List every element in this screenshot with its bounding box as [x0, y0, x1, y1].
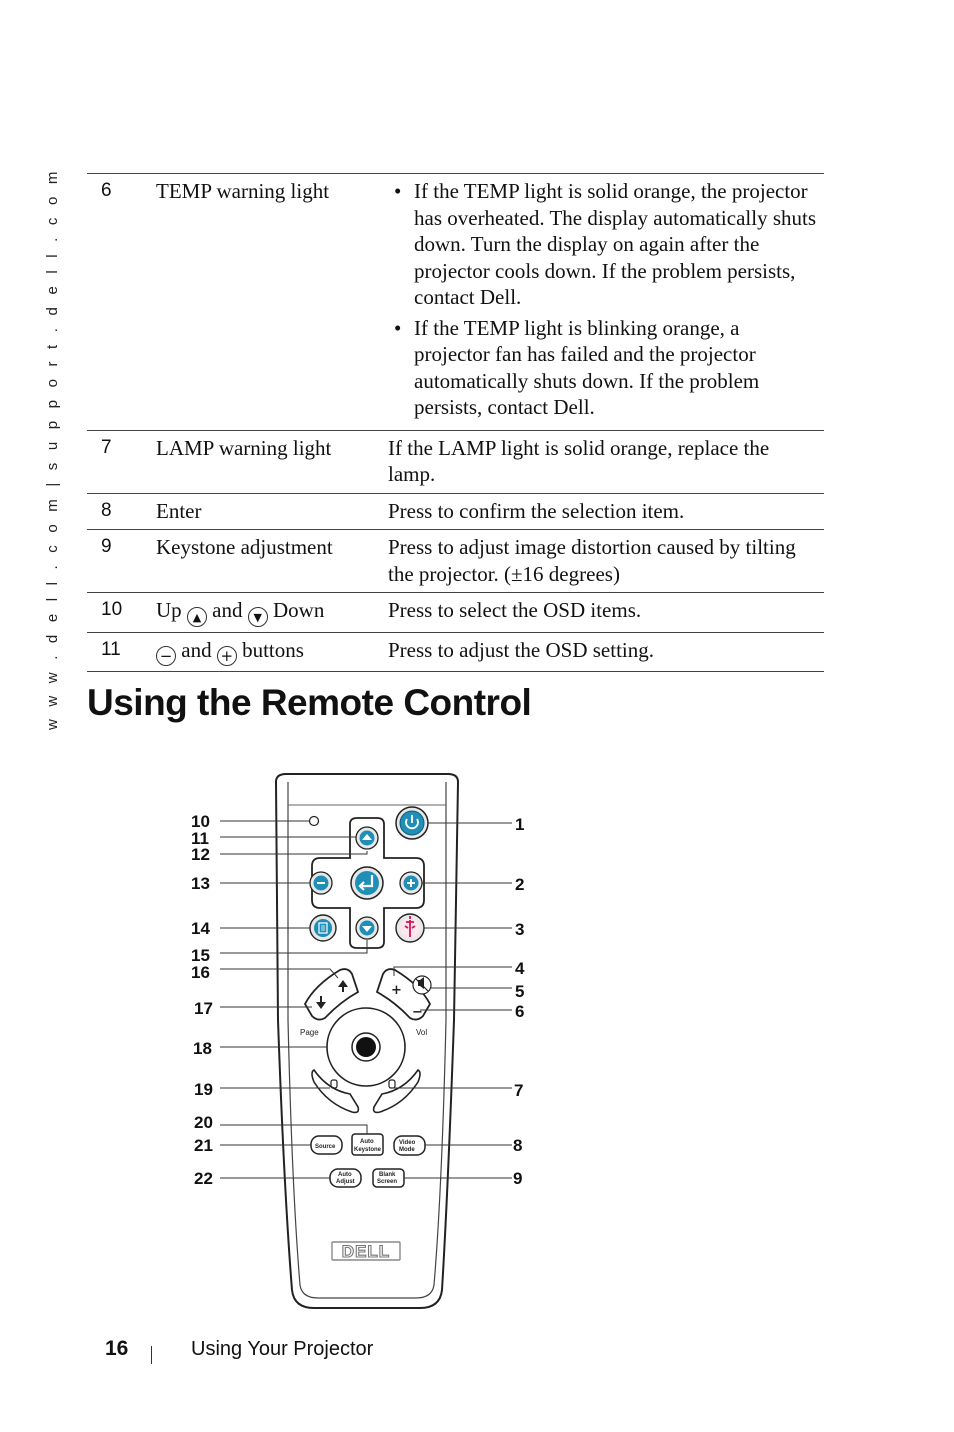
down-arrow-icon: ▼ [247, 607, 268, 627]
page-label: Page [300, 1028, 319, 1037]
lamp-icon [404, 916, 416, 937]
bullet-list: If the TEMP light is solid orange, the p… [388, 178, 818, 421]
blank-screen-label-1: Blank [379, 1172, 396, 1178]
row-description: Press to adjust image distortion caused … [388, 535, 796, 586]
bullet-item: If the TEMP light is solid orange, the p… [388, 178, 818, 311]
row-label: TEMP warning light [156, 179, 330, 203]
callout-13: 13 [191, 874, 210, 893]
power-icon [405, 818, 419, 830]
source-label: Source [315, 1144, 336, 1150]
callout-17: 17 [194, 999, 213, 1018]
table-row: 9 Keystone adjustment Press to adjust im… [87, 529, 824, 593]
row-number: 9 [101, 536, 112, 557]
led-indicator [308, 815, 320, 827]
callout-21: 21 [194, 1136, 213, 1155]
callout-7: 7 [514, 1081, 523, 1100]
row-label: Keystone adjustment [156, 535, 333, 559]
enter-icon [362, 875, 374, 888]
table-row: 6 TEMP warning light If the TEMP light i… [87, 173, 824, 431]
row-label: Enter [156, 498, 202, 523]
row-number: 7 [101, 436, 112, 458]
table-row: 10 Up ▲ and ▼ Down Press to select the O… [87, 592, 824, 633]
row-description: If the TEMP light is solid orange, the p… [388, 174, 824, 431]
left-click-button [311, 1068, 360, 1114]
table-row: 8 Enter Press to confirm the selection i… [87, 493, 824, 530]
dell-logo: DELL [331, 1241, 401, 1262]
callout-20: 20 [194, 1113, 213, 1132]
callout-1: 1 [515, 815, 524, 834]
callout-22: 22 [194, 1169, 213, 1188]
callout-18: 18 [193, 1039, 212, 1058]
row-label: LAMP warning light [156, 435, 332, 460]
remote-control-diagram: Page + − Vol Source Auto Keystone Video … [191, 773, 525, 1309]
callout-10: 10 [191, 812, 210, 831]
minus-icon: − [156, 646, 176, 666]
callout-15: 15 [191, 946, 210, 965]
auto-keystone-label-2: Keystone [354, 1147, 382, 1153]
label-and-text: and [212, 598, 243, 622]
left-callout-numbers: 10 11 12 13 14 15 16 17 18 19 20 21 22 [191, 812, 213, 1188]
left-callout-lines [220, 820, 368, 1179]
right-callout-numbers: 1 2 3 4 5 6 7 8 9 [513, 815, 525, 1188]
callout-6: 6 [515, 1002, 524, 1021]
row-number: 10 [101, 599, 123, 620]
row-description: If the LAMP light is solid orange, repla… [388, 435, 770, 487]
callout-5: 5 [515, 982, 524, 1001]
table-row: 7 LAMP warning light If the LAMP light i… [87, 430, 824, 493]
label-buttons-text: buttons [242, 638, 304, 662]
auto-adjust-label-2: Adjust [336, 1179, 355, 1185]
row-label: Up ▲ and ▼ Down [156, 593, 388, 633]
remote-inner-outline [287, 782, 447, 1299]
svg-text:−: − [412, 1005, 423, 1020]
bullet-item: If the TEMP light is blinking orange, a … [388, 315, 818, 421]
plus-icon: + [216, 646, 237, 666]
label-up-text: Up [156, 598, 182, 622]
right-click-button [372, 1068, 421, 1114]
vol-label: Vol [416, 1028, 427, 1037]
footer-divider [151, 1346, 152, 1364]
auto-keystone-label-1: Auto [360, 1139, 374, 1145]
side-url-text: w w w . d e l l . c o m | s u p p o r t … [44, 167, 61, 730]
callout-9: 9 [513, 1169, 522, 1188]
footer-title: Using Your Projector [191, 1338, 374, 1360]
right-callout-lines [392, 822, 512, 1179]
label-down-text: Down [273, 598, 325, 622]
row-description: Press to select the OSD items. [388, 598, 642, 622]
callout-11: 11 [191, 829, 209, 848]
callout-16: 16 [191, 963, 210, 982]
video-mode-label-2: Mode [399, 1147, 415, 1153]
callout-19: 19 [194, 1080, 213, 1099]
callout-2: 2 [515, 875, 524, 894]
table-row: 11 − and + buttons Press to adjust the O… [87, 632, 824, 672]
section-title: Using the Remote Control [87, 682, 532, 723]
row-number: 11 [101, 639, 121, 660]
dell-logo-text: DELL [342, 1242, 390, 1261]
row-number: 8 [101, 499, 112, 521]
auto-adjust-label-1: Auto [338, 1172, 352, 1178]
row-description: Press to adjust the OSD setting. [388, 638, 654, 662]
callout-12: 12 [191, 845, 210, 864]
remote-control-figure: Page + − Vol Source Auto Keystone Video … [180, 770, 540, 1315]
volume-button [375, 968, 432, 1021]
callout-14: 14 [191, 919, 210, 938]
row-description: Press to confirm the selection item. [388, 498, 685, 523]
label-and-text: and [181, 638, 212, 662]
page-up-down-button [303, 968, 360, 1021]
spec-table: 6 TEMP warning light If the TEMP light i… [87, 173, 824, 672]
row-label: − and + buttons [156, 633, 388, 672]
blank-screen-label-2: Screen [377, 1179, 397, 1185]
callout-8: 8 [513, 1136, 522, 1155]
row-number: 6 [101, 180, 112, 201]
up-arrow-icon: ▲ [186, 607, 207, 627]
callout-3: 3 [515, 920, 524, 939]
video-mode-label-1: Video [399, 1140, 416, 1146]
callout-4: 4 [515, 959, 525, 978]
page-number: 16 [105, 1337, 129, 1360]
svg-text:+: + [391, 983, 402, 998]
